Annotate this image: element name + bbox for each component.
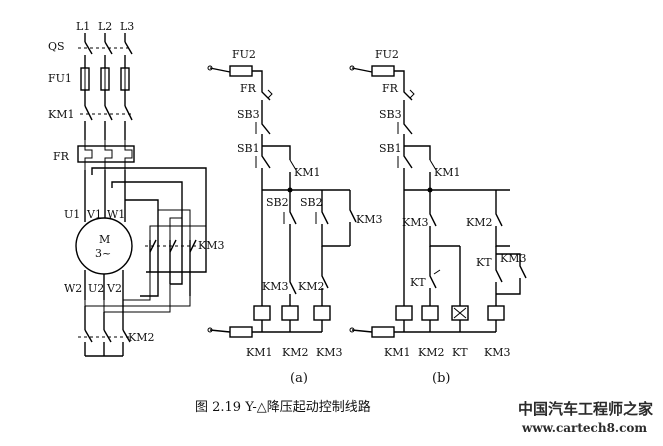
kt-nc-b-label: KT <box>410 276 426 289</box>
control-circuit-b: FU2 FR SB3 SB1 KM1 KM3 KM2 KT KT KM3 <box>349 48 527 386</box>
coil-kt-b: KT <box>452 346 468 359</box>
km1-main-contacts <box>80 90 133 140</box>
km3-interlock-b-label: KM3 <box>402 216 428 229</box>
motor-label: M <box>99 233 110 246</box>
fr-main-label: FR <box>53 150 70 163</box>
fr-b-label: FR <box>382 82 399 95</box>
km2-star-label: KM2 <box>128 331 154 344</box>
control-circuit-a: FU2 FR SB3 SB1 KM1 SB2 SB2 KM3 KM3 KM2 <box>207 48 382 386</box>
fu1-fuses <box>80 67 130 91</box>
terminal-v1: V1 <box>86 208 102 221</box>
main-circuit: L1 L2 L3 QS FU1 KM1 FR <box>48 20 224 357</box>
phase-l1-label: L1 <box>76 20 90 33</box>
km3-interlock-a-label: KM3 <box>262 280 288 293</box>
coil-km3-b: KM3 <box>484 346 510 359</box>
km3-delta-label: KM3 <box>198 239 224 252</box>
km3-aux-a-label: KM3 <box>356 213 382 226</box>
terminal-u2: U2 <box>88 282 104 295</box>
km2-star-contacts <box>78 300 132 357</box>
fu2-b-label: FU2 <box>375 48 399 61</box>
fr-a-label: FR <box>240 82 257 95</box>
main-wires <box>84 167 207 297</box>
sb1-b-label: SB1 <box>379 142 402 155</box>
fu1-label: FU1 <box>48 72 72 85</box>
motor-sub-label: 3~ <box>95 247 111 260</box>
fu2-a-label: FU2 <box>232 48 256 61</box>
caption-b: (b) <box>432 371 450 386</box>
figure-caption: 图 2.19 Y-△降压起动控制线路 <box>195 399 371 415</box>
sb1-a-label: SB1 <box>237 142 260 155</box>
coil-km1-a: KM1 <box>246 346 272 359</box>
watermark-title: 中国汽车工程师之家 <box>518 400 653 418</box>
terminal-v2: V2 <box>106 282 122 295</box>
sb2-a1-label: SB2 <box>266 196 289 209</box>
sb3-a-label: SB3 <box>237 108 260 121</box>
qs-switch <box>78 33 133 68</box>
watermark-url: www.cartech8.com <box>521 421 647 435</box>
coil-km2-b: KM2 <box>418 346 444 359</box>
terminal-u1: U1 <box>64 208 80 221</box>
phase-l2-label: L2 <box>98 20 112 33</box>
caption-a: (a) <box>290 371 308 386</box>
kt-no-b-label: KT <box>476 256 492 269</box>
motor: M 3~ <box>75 200 133 300</box>
km3-delta-contacts <box>84 209 206 313</box>
phase-l3-label: L3 <box>120 20 134 33</box>
fr-thermal-relay <box>77 140 135 170</box>
km2-aux-b-label: KM2 <box>466 216 492 229</box>
km2-interlock-a-label: KM2 <box>298 280 324 293</box>
sb2-a2-label: SB2 <box>300 196 323 209</box>
sb3-b-label: SB3 <box>379 108 402 121</box>
km1-hold-a-label: KM1 <box>294 166 320 179</box>
terminal-w2: W2 <box>64 282 82 295</box>
qs-label: QS <box>48 40 65 53</box>
terminal-w1: W1 <box>107 208 125 221</box>
coil-km3-a: KM3 <box>316 346 342 359</box>
km1-hold-b-label: KM1 <box>434 166 460 179</box>
km1-main-label: KM1 <box>48 108 74 121</box>
coil-km2-a: KM2 <box>282 346 308 359</box>
coil-km1-b: KM1 <box>384 346 410 359</box>
